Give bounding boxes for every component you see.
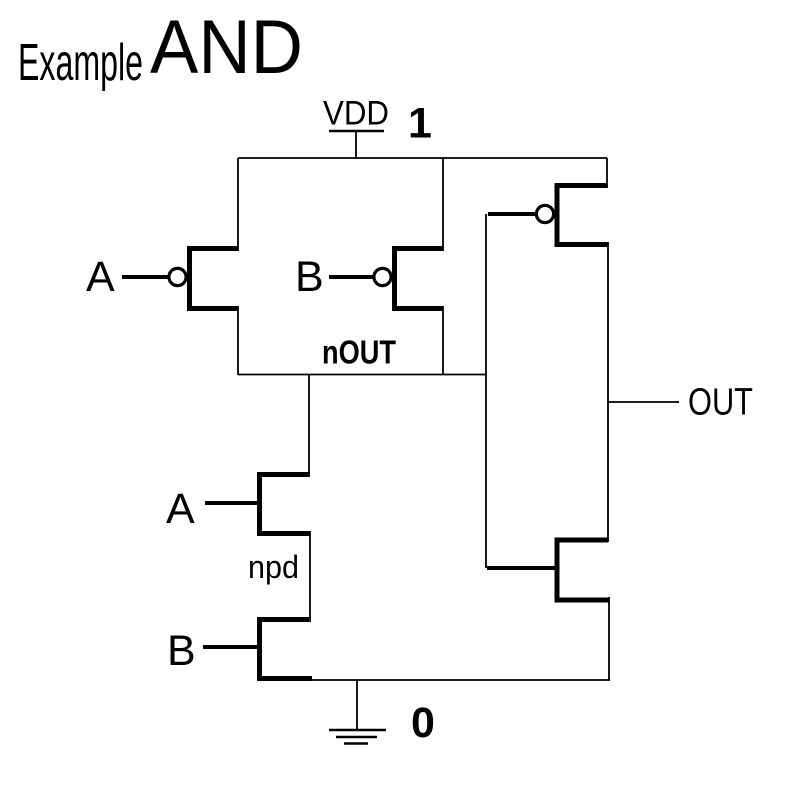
pmos-pullup-a: A (86, 246, 238, 311)
inverter-nmos (487, 537, 609, 603)
title-prefix: Example (18, 34, 143, 92)
out-net-label: OUT (688, 382, 753, 424)
inverter-nmos-body (554, 537, 609, 603)
nout-net-label: nOUT (322, 334, 396, 371)
nmos-pulldown-a: A (166, 472, 310, 536)
pmos-b-input-label: B (295, 253, 324, 301)
logic-high-label: 1 (408, 100, 432, 148)
nmos-a-input-label: A (166, 485, 195, 533)
pmos-a-input-label: A (86, 253, 115, 301)
net-wires (237, 157, 679, 681)
pmos-a-body (187, 246, 238, 311)
diagram-title: Example AND (18, 5, 303, 92)
nmos-a-body (257, 472, 310, 536)
title-gate-name: AND (150, 5, 303, 90)
nmos-b-body (257, 617, 312, 681)
pmos-a-not-bubble-icon (167, 266, 188, 288)
inverter-pmos-body (554, 183, 608, 247)
vdd-label: VDD (323, 95, 389, 133)
nmos-pulldown-b: B (167, 617, 312, 681)
logic-low-label: 0 (411, 699, 435, 747)
inverter-pmos-not-bubble-icon (534, 203, 556, 225)
npd-network-label: npd (248, 549, 299, 585)
pmos-b-not-bubble-icon (372, 266, 393, 288)
nmos-b-input-label: B (167, 627, 196, 675)
vdd-supply-icon: VDD (323, 95, 389, 159)
earth-ground-icon (329, 680, 386, 745)
inverter-pmos (488, 183, 608, 247)
pmos-b-body (392, 246, 443, 311)
pmos-pullup-b: B (295, 246, 443, 311)
